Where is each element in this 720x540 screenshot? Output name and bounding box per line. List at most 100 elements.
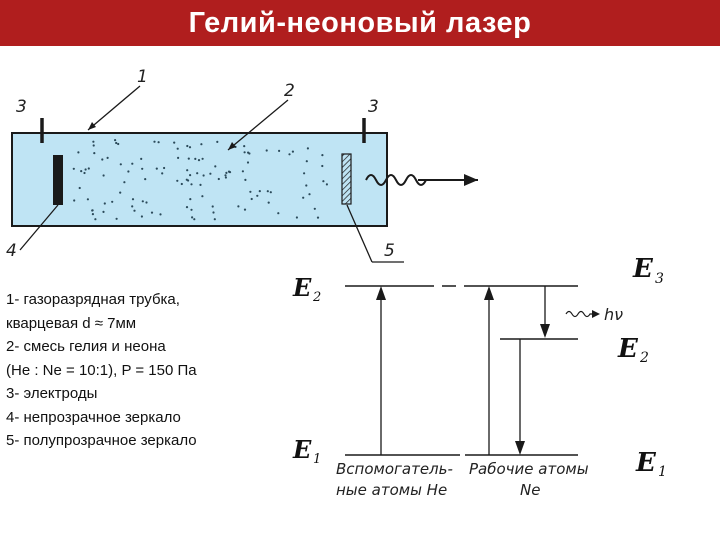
legend-line: кварцевая d ≈ 7мм xyxy=(6,314,137,332)
gas-dot xyxy=(244,178,247,181)
leader-4 xyxy=(19,204,59,251)
legend-line: 1- газоразрядная трубка, xyxy=(6,291,180,308)
ne-e2-sub: 2 xyxy=(639,350,649,366)
gas-dot xyxy=(150,211,154,214)
gas-dot xyxy=(106,156,109,159)
gas-dot xyxy=(140,157,143,160)
ne-e1-sub: 1 xyxy=(658,464,667,480)
gas-dot xyxy=(80,170,83,173)
gas-dot xyxy=(191,216,194,219)
gas-dot xyxy=(265,149,268,152)
legend-line: 3- электроды xyxy=(6,385,98,402)
gas-dot xyxy=(266,190,269,193)
gas-dot xyxy=(102,174,105,177)
gas-dot xyxy=(177,156,180,159)
gas-dot xyxy=(243,145,246,148)
gas-dot xyxy=(305,184,308,187)
gas-dot xyxy=(176,147,179,150)
gas-dot xyxy=(131,205,134,208)
he-e2-letter: E xyxy=(292,273,312,302)
gas-dot xyxy=(212,211,215,214)
gas-dot xyxy=(153,140,156,143)
gas-dot xyxy=(155,167,158,170)
gas-dot xyxy=(72,167,75,170)
gas-dot xyxy=(224,176,227,179)
gas-dot xyxy=(141,167,144,170)
leader-1 xyxy=(87,85,141,131)
discharge-tube xyxy=(11,132,388,227)
gas-dot xyxy=(144,178,147,181)
gas-dot xyxy=(119,191,122,194)
gas-dot xyxy=(176,179,179,182)
gas-dot xyxy=(141,200,144,203)
gas-dot xyxy=(237,205,240,208)
gas-dot xyxy=(216,140,219,143)
gas-dot xyxy=(248,152,251,155)
gas-dot xyxy=(86,198,89,201)
legend: 1- газоразрядная трубка, кварцевая d ≈ 7… xyxy=(6,288,266,453)
gas-dot xyxy=(115,217,118,220)
gas-dot xyxy=(159,213,162,216)
gas-dot xyxy=(185,178,188,181)
gas-dot xyxy=(194,157,197,160)
label-4: 4 xyxy=(6,241,17,261)
gas-mixture-dots xyxy=(72,139,328,221)
gas-dot xyxy=(243,208,247,211)
gas-dot xyxy=(243,151,246,154)
gas-dot xyxy=(78,186,81,190)
gas-dot xyxy=(303,172,306,175)
label-1: 1 xyxy=(137,67,148,87)
gas-dot xyxy=(202,174,205,177)
label-3-left: 3 xyxy=(16,97,27,117)
legend-line: 5- полупрозрачное зеркало xyxy=(6,432,197,449)
he-e2-sub: 2 xyxy=(312,290,321,305)
gas-dot xyxy=(246,161,250,164)
gas-dot xyxy=(91,213,94,216)
gas-dot xyxy=(189,174,192,177)
helium-caption-line1: Вспомогатель- xyxy=(336,460,453,478)
gas-dot xyxy=(131,162,134,165)
legend-line: 4- непрозрачное зеркало xyxy=(6,408,181,426)
slide-title: Гелий-неоновый лазер xyxy=(188,7,532,39)
gas-dot xyxy=(123,181,126,184)
gas-dot xyxy=(200,143,203,146)
legend-line: 2- смесь гелия и неона xyxy=(6,338,166,355)
photon-label: hν xyxy=(604,305,623,324)
gas-dot xyxy=(197,159,201,162)
ne-e3-letter: E xyxy=(632,254,654,284)
ne-e3-sub: 3 xyxy=(655,271,664,287)
gas-dot xyxy=(241,170,244,173)
neon-caption-line1: Рабочие атомы xyxy=(469,460,589,478)
ne-e2-letter: E xyxy=(617,334,639,364)
output-beam-arrowhead xyxy=(464,174,478,186)
gas-dot xyxy=(190,183,193,186)
gas-dot xyxy=(308,193,311,196)
gas-dot xyxy=(157,141,160,144)
gas-dot xyxy=(291,150,294,153)
gas-dot xyxy=(249,190,252,193)
label-3-right: 3 xyxy=(368,97,379,117)
gas-dot xyxy=(131,198,135,201)
gas-dot xyxy=(258,190,261,193)
gas-dot xyxy=(77,151,80,154)
opaque-mirror xyxy=(53,155,63,205)
gas-dot xyxy=(83,171,86,175)
gas-dot xyxy=(87,167,90,170)
gas-dot xyxy=(140,215,143,218)
gas-dot xyxy=(288,153,291,156)
gas-dot xyxy=(250,197,253,201)
title-bar xyxy=(0,0,720,46)
gas-dot xyxy=(193,218,196,221)
gas-dot xyxy=(316,216,320,219)
gas-dot xyxy=(321,164,324,168)
output-beam-wave xyxy=(365,174,458,186)
gas-dot xyxy=(322,180,325,183)
he-e1-sub: 1 xyxy=(313,452,321,467)
gas-dot xyxy=(313,207,316,210)
gas-dot xyxy=(201,195,204,198)
gas-dot xyxy=(189,198,192,201)
gas-dot xyxy=(267,201,270,204)
gas-dot xyxy=(94,218,97,221)
gas-dot xyxy=(186,169,189,172)
gas-dot xyxy=(256,194,259,197)
